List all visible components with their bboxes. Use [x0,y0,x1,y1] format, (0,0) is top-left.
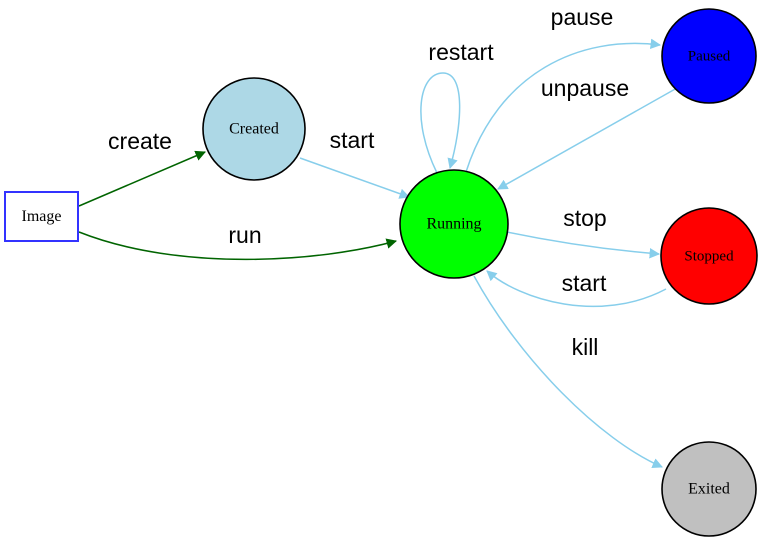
node-stopped[interactable]: Stopped [660,207,758,305]
edge-start-stopped[interactable] [486,270,667,308]
node-shape-stopped [660,207,758,305]
node-label-paused: Paused [688,48,731,64]
edge-run[interactable] [78,231,398,261]
node-shape-created [202,77,306,181]
edge-label-restart: restart [428,39,494,65]
node-shape-paused [661,8,757,104]
node-label-created: Created [229,121,279,138]
edge-label-start-stopped: start [562,270,607,296]
edge-label-stop: stop [563,205,606,231]
edge-label-unpause: unpause [541,75,629,101]
edge-label-pause: pause [551,4,614,30]
edge-create[interactable] [78,150,206,207]
edge-pause[interactable] [465,38,662,173]
node-label-image: Image [22,208,62,225]
node-shape-image [4,191,79,242]
node-running[interactable]: Running [399,169,509,279]
edge-unpause[interactable] [497,87,678,190]
node-shape-exited [661,441,757,537]
edge-label-create: create [108,128,172,154]
edge-label-kill: kill [572,334,599,360]
edge-kill[interactable] [473,275,663,469]
edge-restart[interactable] [420,72,461,174]
edge-start-created[interactable] [299,157,410,199]
edges-layer [78,38,678,469]
node-label-exited: Exited [688,481,730,498]
node-shape-running [399,169,509,279]
edge-stop[interactable] [506,231,661,259]
node-label-stopped: Stopped [684,248,734,264]
edge-label-run: run [228,222,261,248]
node-image[interactable]: Image [4,191,79,242]
edge-labels-layer: create run start restart pause unpause stop sta… [108,4,629,360]
node-label-running: Running [426,216,481,233]
edge-label-start-created: start [330,127,375,153]
node-paused[interactable]: Paused [661,8,757,104]
node-exited[interactable]: Exited [661,441,757,537]
node-created[interactable]: Created [202,77,306,181]
